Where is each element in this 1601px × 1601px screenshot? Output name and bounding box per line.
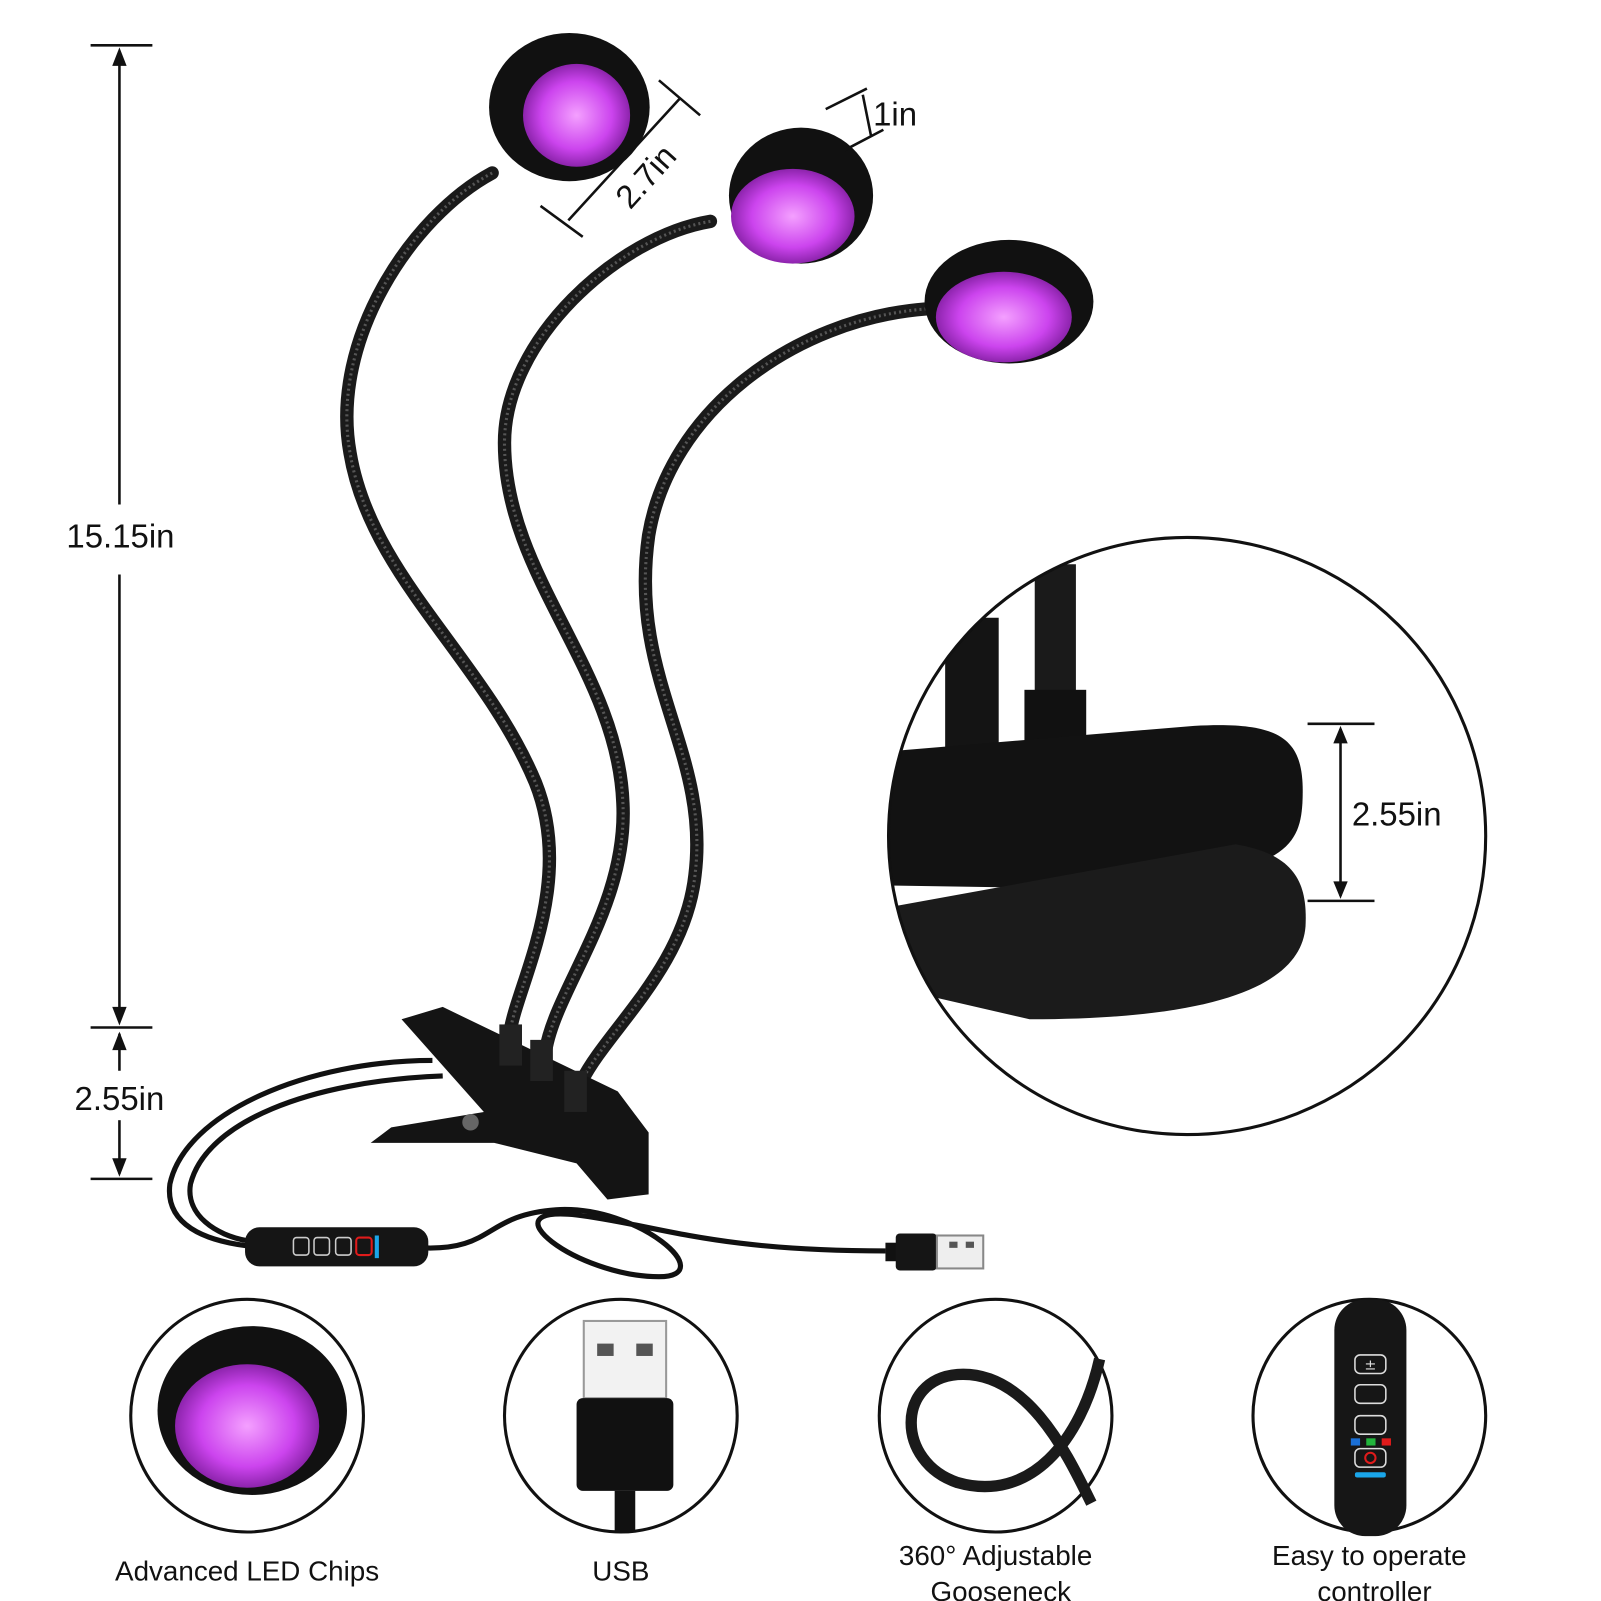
controller-icon: ± <box>1334 1299 1407 1537</box>
lamp-head-1 <box>489 32 650 182</box>
feature-label-line2: Gooseneck <box>930 1576 1071 1601</box>
clip <box>370 1006 649 1200</box>
head-thickness-dimension: 1in <box>825 87 917 152</box>
clip-detail-callout: 2.55in <box>886 535 1488 1137</box>
svg-text:±: ± <box>1364 1357 1376 1373</box>
clip-height-label: 2.55in <box>75 1080 165 1117</box>
feature-label: Advanced LED Chips <box>115 1555 379 1586</box>
clip-height-dimension: 2.55in <box>75 1031 165 1181</box>
feature-label-line2: controller <box>1317 1576 1431 1601</box>
usb-plug-icon <box>576 1319 674 1533</box>
gooseneck-icon <box>905 1357 1106 1506</box>
feature-controller: ± Easy to operate controller <box>1251 1297 1488 1601</box>
feature-gooseneck: 360° Adjustable Gooseneck <box>877 1297 1114 1601</box>
inline-controller <box>245 1227 429 1267</box>
usb-connector <box>885 1233 985 1271</box>
feature-led-chips: Advanced LED Chips <box>115 1297 379 1586</box>
power-cable <box>166 1057 886 1280</box>
lamp-head-2 <box>728 127 874 264</box>
clip-opening-label: 2.55in <box>1352 796 1442 833</box>
feature-label-line1: Easy to operate <box>1272 1540 1467 1571</box>
goosenecks <box>340 166 934 1088</box>
feature-label-line1: 360° Adjustable <box>899 1540 1092 1571</box>
head-thickness-label: 1in <box>873 96 917 133</box>
feature-label: USB <box>592 1555 649 1586</box>
height-dimension: 15.15in <box>66 44 174 1029</box>
total-height-label: 15.15in <box>66 518 174 555</box>
lamp-head-3 <box>924 239 1094 364</box>
feature-usb: USB <box>502 1297 739 1586</box>
